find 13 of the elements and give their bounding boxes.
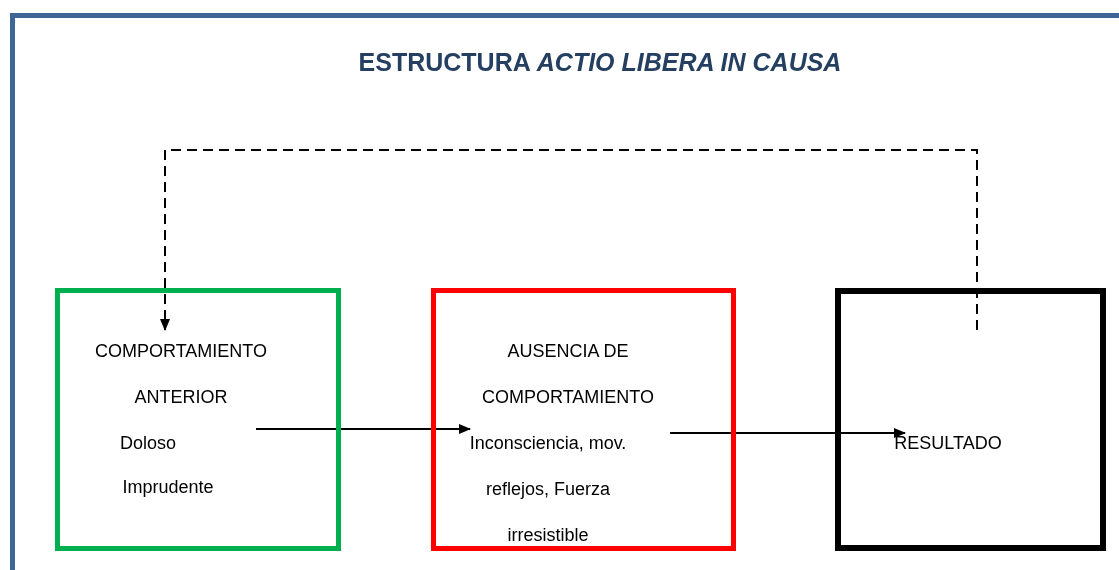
node-heading: AUSENCIA DE COMPORTAMIENTO xyxy=(481,340,655,409)
process-box xyxy=(55,288,341,551)
node-item: Imprudente xyxy=(121,476,215,499)
diagram-title: ESTRUCTURA ACTIO LIBERA IN CAUSA xyxy=(357,48,843,77)
node-heading: COMPORTAMIENTO ANTERIOR xyxy=(94,340,268,409)
process-box xyxy=(431,288,736,551)
node-item: Doloso xyxy=(119,432,177,455)
arrow xyxy=(255,424,471,434)
node-body: Inconsciencia, mov. reflejos, Fuerza irresistible xyxy=(468,432,628,547)
arrow xyxy=(669,428,906,438)
arrow xyxy=(160,149,978,331)
process-box xyxy=(835,288,1106,551)
node-heading: RESULTADO xyxy=(893,432,1003,455)
